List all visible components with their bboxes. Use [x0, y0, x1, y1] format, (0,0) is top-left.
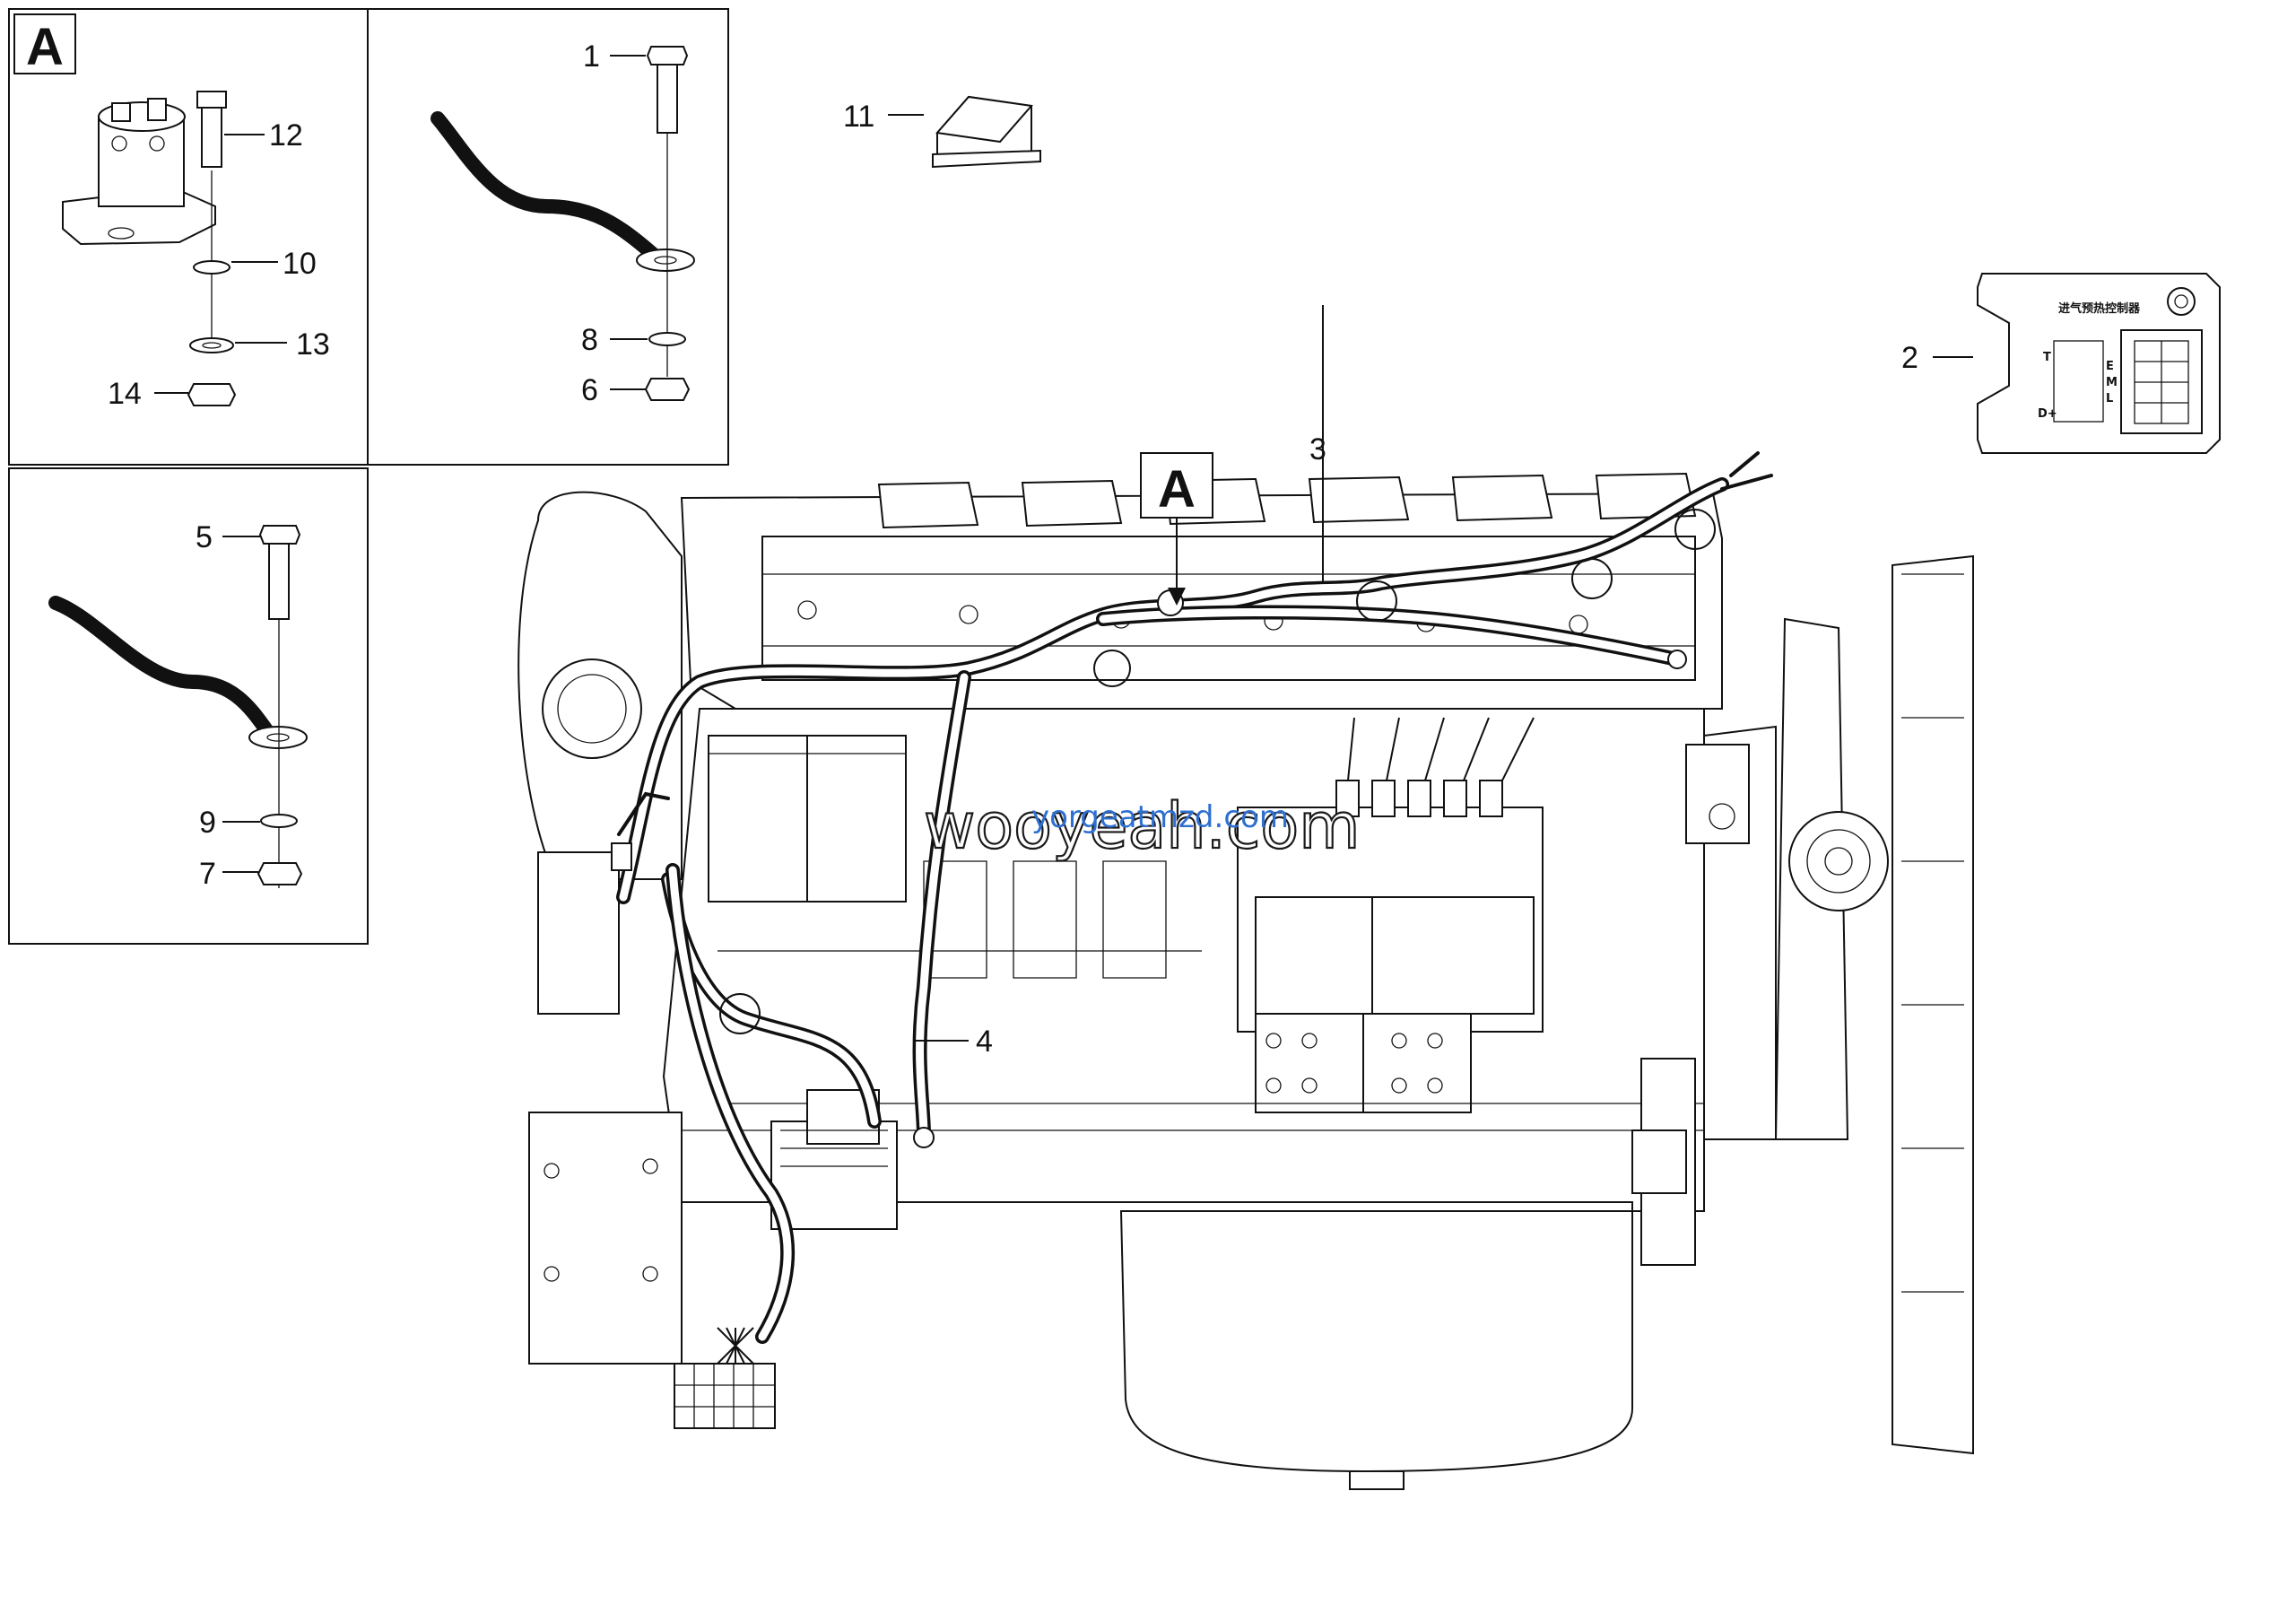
detail-box-ground-cable: 1 8 6	[367, 8, 729, 466]
watermark: wooyeah.com yorgeatmzd.com	[923, 789, 1361, 864]
callout-5: 5	[196, 520, 213, 554]
pin-label-t: T	[2043, 351, 2051, 364]
part-2-preheat-controller: 进气预热控制器 T E M L D+ 2	[1901, 273, 2221, 454]
bolt-icon	[268, 537, 290, 620]
pin-diagram	[2053, 340, 2104, 423]
detail-a-marker-label: A	[1158, 460, 1196, 519]
connector-icon	[2167, 287, 2196, 316]
washer-icon	[193, 260, 230, 275]
callout-8: 8	[581, 323, 598, 357]
pin-label-d: D+	[2038, 407, 2057, 421]
harness-connector	[674, 1327, 776, 1429]
pin-label-m: M	[2106, 376, 2118, 389]
detail-box-a-relay: A 12 10 13 14	[8, 8, 369, 466]
callout-9: 9	[199, 806, 216, 840]
oil-pan	[1119, 1210, 1633, 1473]
pin-label-l: L	[2106, 392, 2113, 406]
detail-a-label: A	[26, 18, 64, 76]
callout-7: 7	[199, 857, 216, 891]
callout-4: 4	[976, 1025, 993, 1059]
callout-14: 14	[108, 377, 142, 411]
nut-icon	[187, 383, 237, 406]
callout-11: 11	[843, 100, 874, 134]
turbo-outlet	[542, 658, 642, 759]
washer-icon	[260, 814, 298, 828]
part-11-relay-box: 11	[843, 95, 1041, 169]
callout-1: 1	[583, 39, 600, 74]
callout-12: 12	[269, 118, 303, 153]
callout-6: 6	[581, 373, 598, 407]
callout-13: 13	[296, 327, 330, 362]
relay-icon	[62, 98, 216, 246]
watermark-text: wooyeah.com	[924, 789, 1360, 863]
bolt-icon	[657, 60, 678, 134]
pulley-icon	[1788, 811, 1889, 911]
nut-icon	[257, 862, 303, 885]
detail-box-starter-cable: 5 9 7	[8, 467, 369, 945]
callout-3: 3	[1309, 432, 1326, 467]
pin-label-e: E	[2106, 360, 2114, 373]
engine-block	[517, 472, 1974, 1490]
controller-title: 进气预热控制器	[2058, 301, 2141, 316]
callout-10: 10	[283, 247, 317, 281]
watermark-accent-text: yorgeatmzd.com	[1031, 799, 1289, 835]
callout-2: 2	[1901, 341, 1918, 375]
detail-a-marker: A	[1140, 452, 1213, 606]
washer-icon	[648, 332, 686, 346]
nut-icon	[644, 378, 691, 401]
part-3-wiring-harness: 3	[616, 305, 1773, 904]
part-4-wiring-harness: 4	[611, 670, 993, 1344]
